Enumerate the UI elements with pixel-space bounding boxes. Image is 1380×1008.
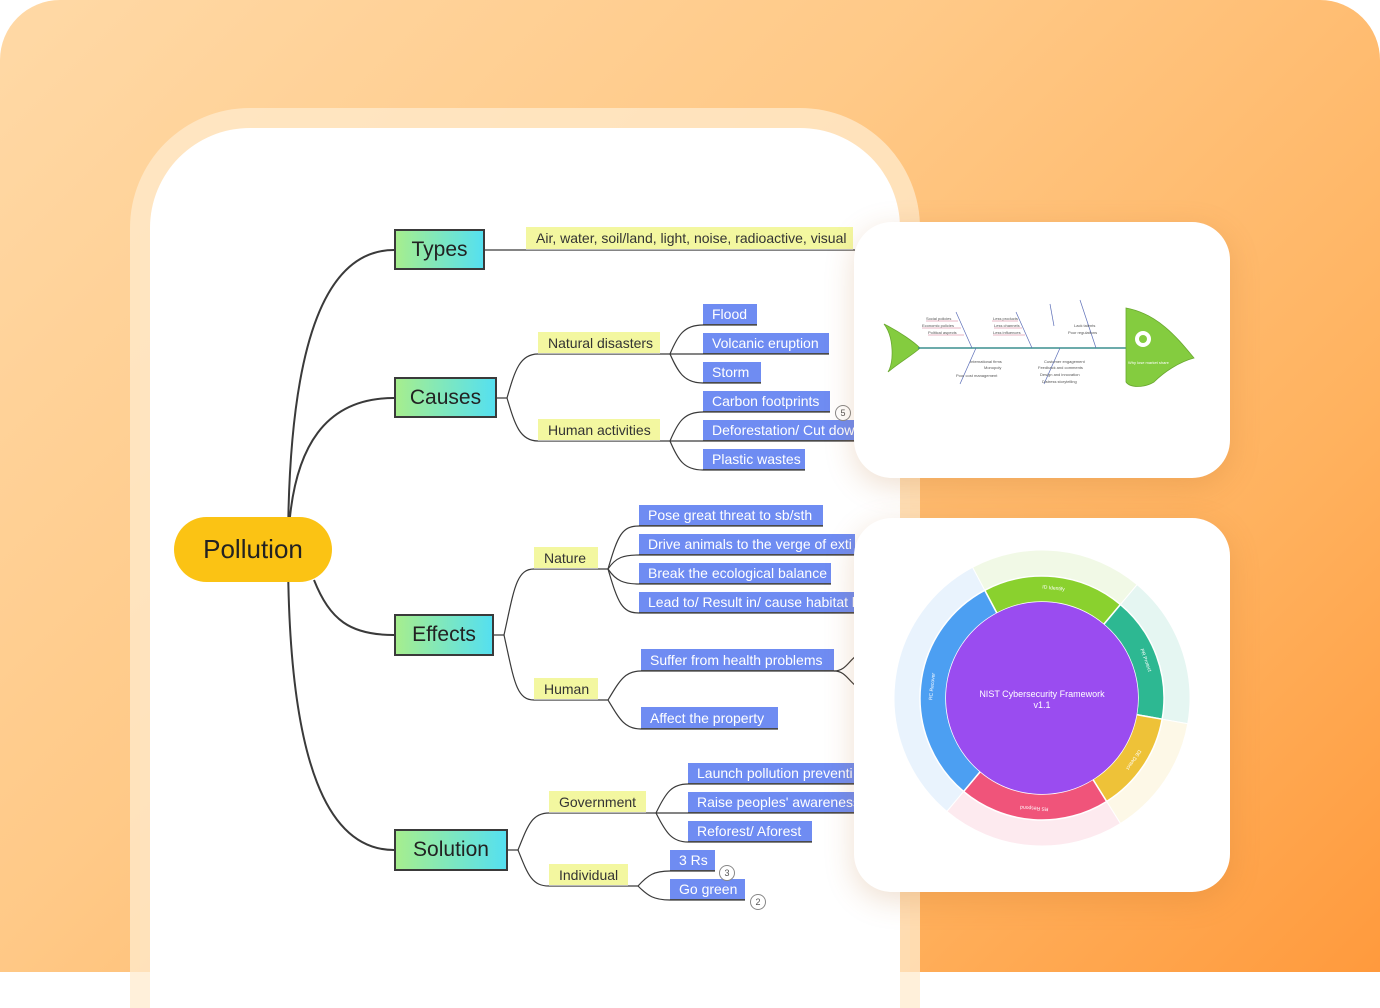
solution-individual-item[interactable]: Go green (670, 879, 745, 900)
svg-text:Design and innovation: Design and innovation (1040, 372, 1080, 377)
svg-text:Poor regulations: Poor regulations (1068, 330, 1097, 335)
solution-government[interactable]: Government (549, 791, 646, 813)
svg-text:Less influences: Less influences (993, 330, 1021, 335)
solution-government-item[interactable]: Launch pollution preventi (688, 763, 855, 784)
svg-text:Poor cost management: Poor cost management (956, 373, 998, 378)
sunburst-function-label: ID Identify (1042, 584, 1066, 592)
effects-nature-item[interactable]: Drive animals to the verge of exti (639, 534, 855, 555)
svg-text:Feedback and comments: Feedback and comments (1038, 365, 1083, 370)
solution-government-item[interactable]: Raise peoples' awareness (688, 792, 855, 813)
collapsed-count-badge[interactable]: 2 (750, 894, 766, 910)
svg-text:Monopoly: Monopoly (984, 365, 1001, 370)
svg-text:Less channels: Less channels (994, 323, 1020, 328)
causes-human[interactable]: Human activities (538, 419, 660, 441)
sunburst-center-label: v1.1 (1033, 700, 1050, 710)
root-node[interactable]: Pollution (174, 517, 332, 582)
effects-nature[interactable]: Nature (534, 547, 598, 569)
svg-text:Social policies: Social policies (926, 316, 951, 321)
effects-human[interactable]: Human (534, 678, 598, 700)
branch-causes[interactable]: Causes (394, 377, 497, 418)
causes-natural-item[interactable]: Flood (703, 304, 757, 325)
effects-nature-item[interactable]: Break the ecological balance (639, 563, 831, 584)
fish-tail-shape (883, 323, 921, 373)
effects-nature-item[interactable]: Lead to/ Result in/ cause habitat l (639, 592, 855, 613)
svg-text:International firms: International firms (970, 359, 1002, 364)
branch-types[interactable]: Types (394, 229, 485, 270)
effects-nature-item[interactable]: Pose great threat to sb/sth (639, 505, 823, 526)
svg-text:Political aspects: Political aspects (928, 330, 957, 335)
sunburst-center (946, 602, 1138, 794)
solution-government-item[interactable]: Reforest/ Aforest (688, 821, 812, 842)
fish-head-shape (1125, 307, 1195, 387)
collapsed-count-badge[interactable]: 3 (719, 865, 735, 881)
svg-text:Less products: Less products (993, 316, 1018, 321)
solution-individual-item[interactable]: 3 Rs (670, 850, 715, 871)
causes-human-item[interactable]: Deforestation/ Cut dow (703, 420, 855, 441)
causes-natural-item[interactable]: Volcanic eruption (703, 333, 829, 354)
svg-text:Customer engagement: Customer engagement (1044, 359, 1086, 364)
sunburst-center-label: NIST Cybersecurity Framework (979, 689, 1105, 699)
fishbone-diagram: Why lose market share Social policies Ec… (883, 299, 1195, 387)
branch-effects[interactable]: Effects (394, 614, 494, 656)
causes-human-item[interactable]: Carbon footprints (703, 391, 830, 412)
branch-solution[interactable]: Solution (394, 829, 508, 871)
types-item[interactable]: Air, water, soil/land, light, noise, rad… (526, 227, 853, 250)
sunburst-function-label: RS Respond (1020, 804, 1049, 812)
sunburst-function-label: RC Recover (928, 672, 937, 700)
svg-text:Economic policies: Economic policies (922, 323, 954, 328)
mindmap: Pollution Types Causes Effects Solution … (174, 227, 857, 910)
solution-individual[interactable]: Individual (549, 864, 628, 886)
causes-natural-item[interactable]: Storm (703, 362, 761, 383)
effects-human-item[interactable]: Suffer from health problems (641, 649, 834, 671)
svg-text:Lack talents: Lack talents (1074, 323, 1095, 328)
mindmap-connectors (287, 249, 857, 901)
causes-natural[interactable]: Natural disasters (538, 332, 660, 354)
effects-human-item[interactable]: Affect the property (641, 707, 778, 729)
fishbone-template-card[interactable]: Why lose market share Social policies Ec… (854, 222, 1230, 478)
collapsed-count-badge[interactable]: 5 (835, 405, 851, 421)
svg-text:Distress storytelling: Distress storytelling (1042, 379, 1077, 384)
fishbone-head-text: Why lose market share (1128, 360, 1170, 365)
causes-human-item[interactable]: Plastic wastes (703, 449, 805, 470)
